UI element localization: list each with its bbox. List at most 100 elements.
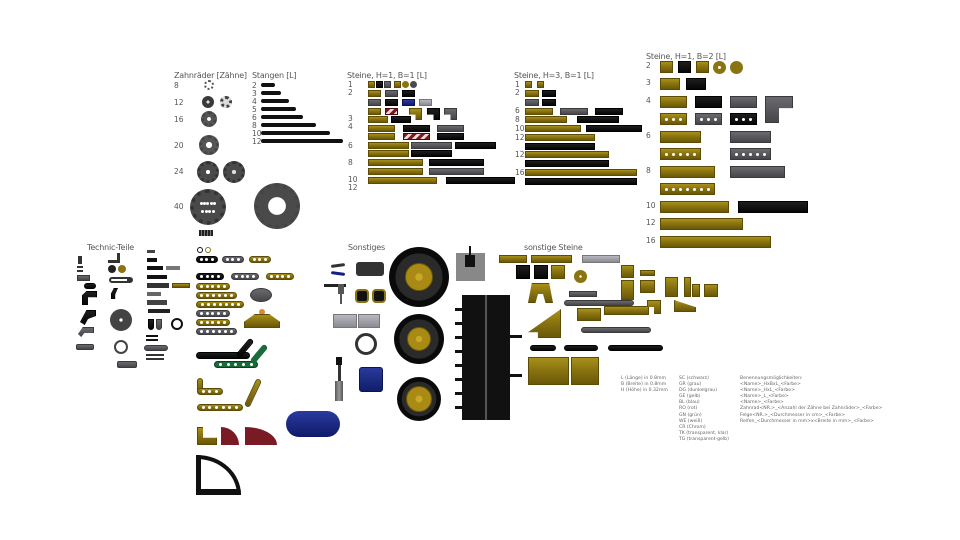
beam-7-yellow[interactable] [196,301,244,308]
brick3-8-yellow[interactable] [525,125,581,132]
brick-1x2-striped[interactable] [385,108,398,115]
connector-double-icon[interactable] [171,318,183,330]
hose-blue-icon[interactable] [330,271,346,276]
axle-10[interactable] [261,131,330,135]
tile-yellow-6[interactable] [684,277,691,297]
slope-brick-yellow[interactable] [674,300,696,312]
technic-brick-2x4-yellow[interactable] [660,113,687,125]
hinge-plate-left-icon[interactable] [333,314,357,328]
beam-6-gray[interactable] [196,328,237,335]
brick3-2-black[interactable] [542,90,556,97]
tire-medium-icon[interactable] [394,314,444,364]
brick-2x6-gray[interactable] [730,131,771,143]
brick-2x8-gray[interactable] [730,166,785,178]
switch-lever-icon[interactable] [465,255,475,267]
axle-8[interactable] [261,123,316,127]
link-gray-long[interactable] [564,300,634,306]
tile-yellow-1[interactable] [621,265,634,278]
gear-24-clutch-icon[interactable] [223,161,245,183]
bush-round-icon[interactable] [114,340,128,354]
brick3-16-yellow[interactable] [525,169,637,176]
brick-1x8-gray[interactable] [429,168,484,175]
brick-1x6-black[interactable] [455,142,496,149]
bush-ring-yellow-icon[interactable] [205,247,211,253]
blue-motor-icon[interactable] [359,367,383,392]
brick-1x2-gray[interactable] [385,90,398,97]
link-black-medium[interactable] [564,345,598,351]
brick-2x10-black[interactable] [738,201,808,213]
tank-tread-icon[interactable] [462,295,510,420]
brick3-10-black[interactable] [525,143,595,150]
brick3-12-yellow[interactable] [525,151,609,158]
pin-gray-2-icon[interactable] [147,292,161,296]
round-1x1-gray[interactable] [410,81,417,88]
quarter-plate-red[interactable] [221,427,239,445]
shock-cylinder-icon[interactable] [335,381,343,401]
link-gray-long-2[interactable] [581,327,651,333]
axle-pin-black-icon[interactable] [147,275,167,279]
axle-hub-icon[interactable] [356,262,384,276]
light-brick-left-icon[interactable] [355,289,369,303]
technic-brick-2x8-yellow[interactable] [660,183,715,195]
brick-1x3-black[interactable] [391,116,411,123]
brick-1x4-yellow[interactable] [368,125,395,132]
shock-rod-icon[interactable] [338,365,341,381]
brick-1x8-yellow-2[interactable] [368,168,423,175]
brick-2x2-black-tile-2[interactable] [534,265,548,279]
technic-brick-2x6-yellow[interactable] [660,148,701,160]
brick-1x4-gray[interactable] [437,125,464,132]
bushing-icon[interactable] [77,266,83,272]
axle-joiner-black-icon[interactable] [146,335,158,341]
angle-connector-2-icon[interactable] [80,310,96,325]
blue-capsule-icon[interactable] [286,411,340,437]
connector-gray-icon[interactable] [156,319,162,330]
axle-4[interactable] [261,99,289,103]
beam-3-yellow[interactable] [249,256,271,263]
shock-top-icon[interactable] [336,357,342,365]
tile-yellow-7[interactable] [692,284,700,297]
brick-1x2-yellow[interactable] [368,90,381,97]
connector-gray-2-icon[interactable] [144,345,168,351]
brick-2x10-yellow[interactable] [660,201,729,213]
lever-handle-icon[interactable] [324,284,346,287]
brick-1x4-yellow-2[interactable] [368,133,395,140]
brick3-2-black-2[interactable] [542,99,556,106]
beam-3-black[interactable] [196,256,218,263]
brick-2x4-gray[interactable] [730,96,757,108]
axle-5[interactable] [261,107,296,111]
axle-connector-icon[interactable] [147,300,167,305]
light-brick-right-icon[interactable] [372,289,386,303]
pin-black-icon[interactable] [147,258,157,262]
hose-black-icon[interactable] [330,263,346,268]
brick-2x2-black[interactable] [678,61,691,73]
round-plate-yellow[interactable] [574,270,587,283]
link-black-long[interactable] [608,345,663,351]
brick3-6-black[interactable] [577,116,619,123]
wedge-plate-yellow[interactable] [528,309,561,338]
brick-1x2-yellow-2[interactable] [368,108,381,115]
gear-12-icon[interactable] [220,96,232,108]
axle-pin-yellow-icon[interactable] [172,283,190,288]
gear-12-round-icon[interactable] [202,96,214,108]
plate-1x2-icon[interactable] [77,275,90,281]
brick-1x6-gray[interactable] [411,142,452,149]
brick-1x1-black[interactable] [376,81,383,88]
bush-ring-black-icon[interactable] [197,247,203,253]
oval-plate-gray[interactable] [250,288,272,302]
brick-1x3-yellow[interactable] [368,116,388,123]
steering-wheel-icon[interactable] [355,333,377,355]
brick-2x2-yellow[interactable] [660,61,673,73]
link-black-short[interactable] [530,345,556,351]
brick-2x3-black[interactable] [686,78,706,90]
slope-plate-yellow[interactable] [499,255,527,263]
lever-base-icon[interactable] [338,284,344,294]
cross-axle-lever-icon[interactable] [109,277,133,283]
brick-2x2-yellow-tile[interactable] [551,265,565,279]
brick-1x2-blue[interactable] [402,99,415,106]
angle-plate-icon[interactable] [78,327,94,337]
brick-2x4-black[interactable] [695,96,722,108]
gear-24-icon[interactable] [197,161,219,183]
brick-2x4-corner-gray[interactable] [765,96,793,123]
pin-long-gray-icon[interactable] [166,266,180,270]
brick-2x4-yellow[interactable] [660,96,687,108]
